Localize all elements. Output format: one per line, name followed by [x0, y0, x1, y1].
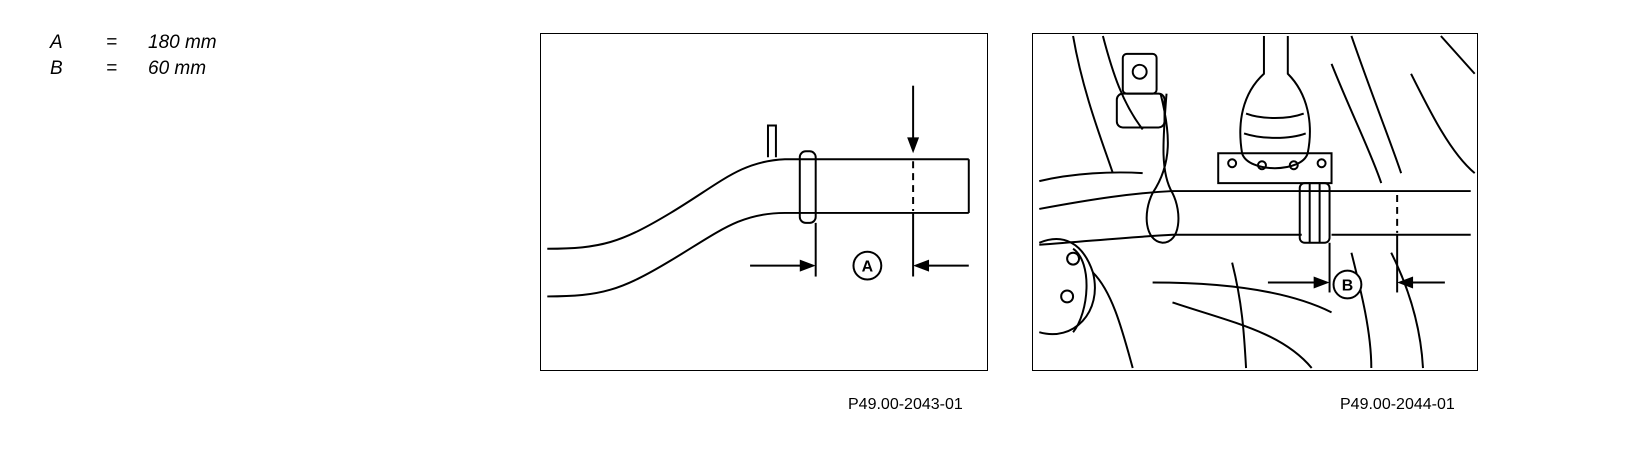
clamp-ring: [798, 150, 817, 224]
legend-key-b: B: [50, 58, 63, 79]
figure-code-1: P49.00-2043-01: [848, 396, 963, 413]
hanger-loop: [1145, 93, 1180, 244]
pipe-bottom-edge: [547, 211, 969, 298]
shift-boot: [1239, 35, 1311, 170]
pipe-cut-a-drawing: A: [547, 85, 970, 298]
figure-pipe-cut-a: A: [540, 33, 988, 371]
callout-b-circle: [1332, 269, 1363, 300]
callout-a-label: A: [862, 259, 874, 276]
cut-arrow-head: [907, 137, 920, 154]
dimension-legend: A = 180 mm B = 60 mm: [50, 30, 217, 82]
legend-row-b: B = 60 mm: [50, 56, 217, 82]
dim-arrow-right: [913, 259, 930, 272]
legend-key-a: A: [50, 32, 63, 53]
installed-pipe-b-drawing: B: [1038, 35, 1476, 369]
dim-arrow-right-b: [1397, 276, 1414, 289]
dim-arrow-left-b: [1313, 276, 1330, 289]
legend-equals-a: =: [106, 32, 118, 53]
callout-b-label: B: [1342, 277, 1353, 294]
legend-equals-b: =: [106, 58, 118, 79]
legend-row-a: A = 180 mm: [50, 30, 217, 56]
legend-value-b: 60 mm: [148, 58, 207, 79]
figure-installed-pipe-b: B: [1032, 33, 1478, 371]
installed-clamp: [1298, 182, 1331, 244]
legend-value-a: 180 mm: [148, 32, 217, 53]
callout-a-circle: [852, 250, 883, 281]
sensor-housing: [1121, 52, 1158, 95]
pipe-top-edge: [547, 158, 969, 250]
installed-pipe: [1039, 190, 1471, 210]
figure-code-2: P49.00-2044-01: [1340, 396, 1455, 413]
sensor-boss: [766, 124, 777, 158]
dim-arrow-left: [799, 259, 816, 272]
